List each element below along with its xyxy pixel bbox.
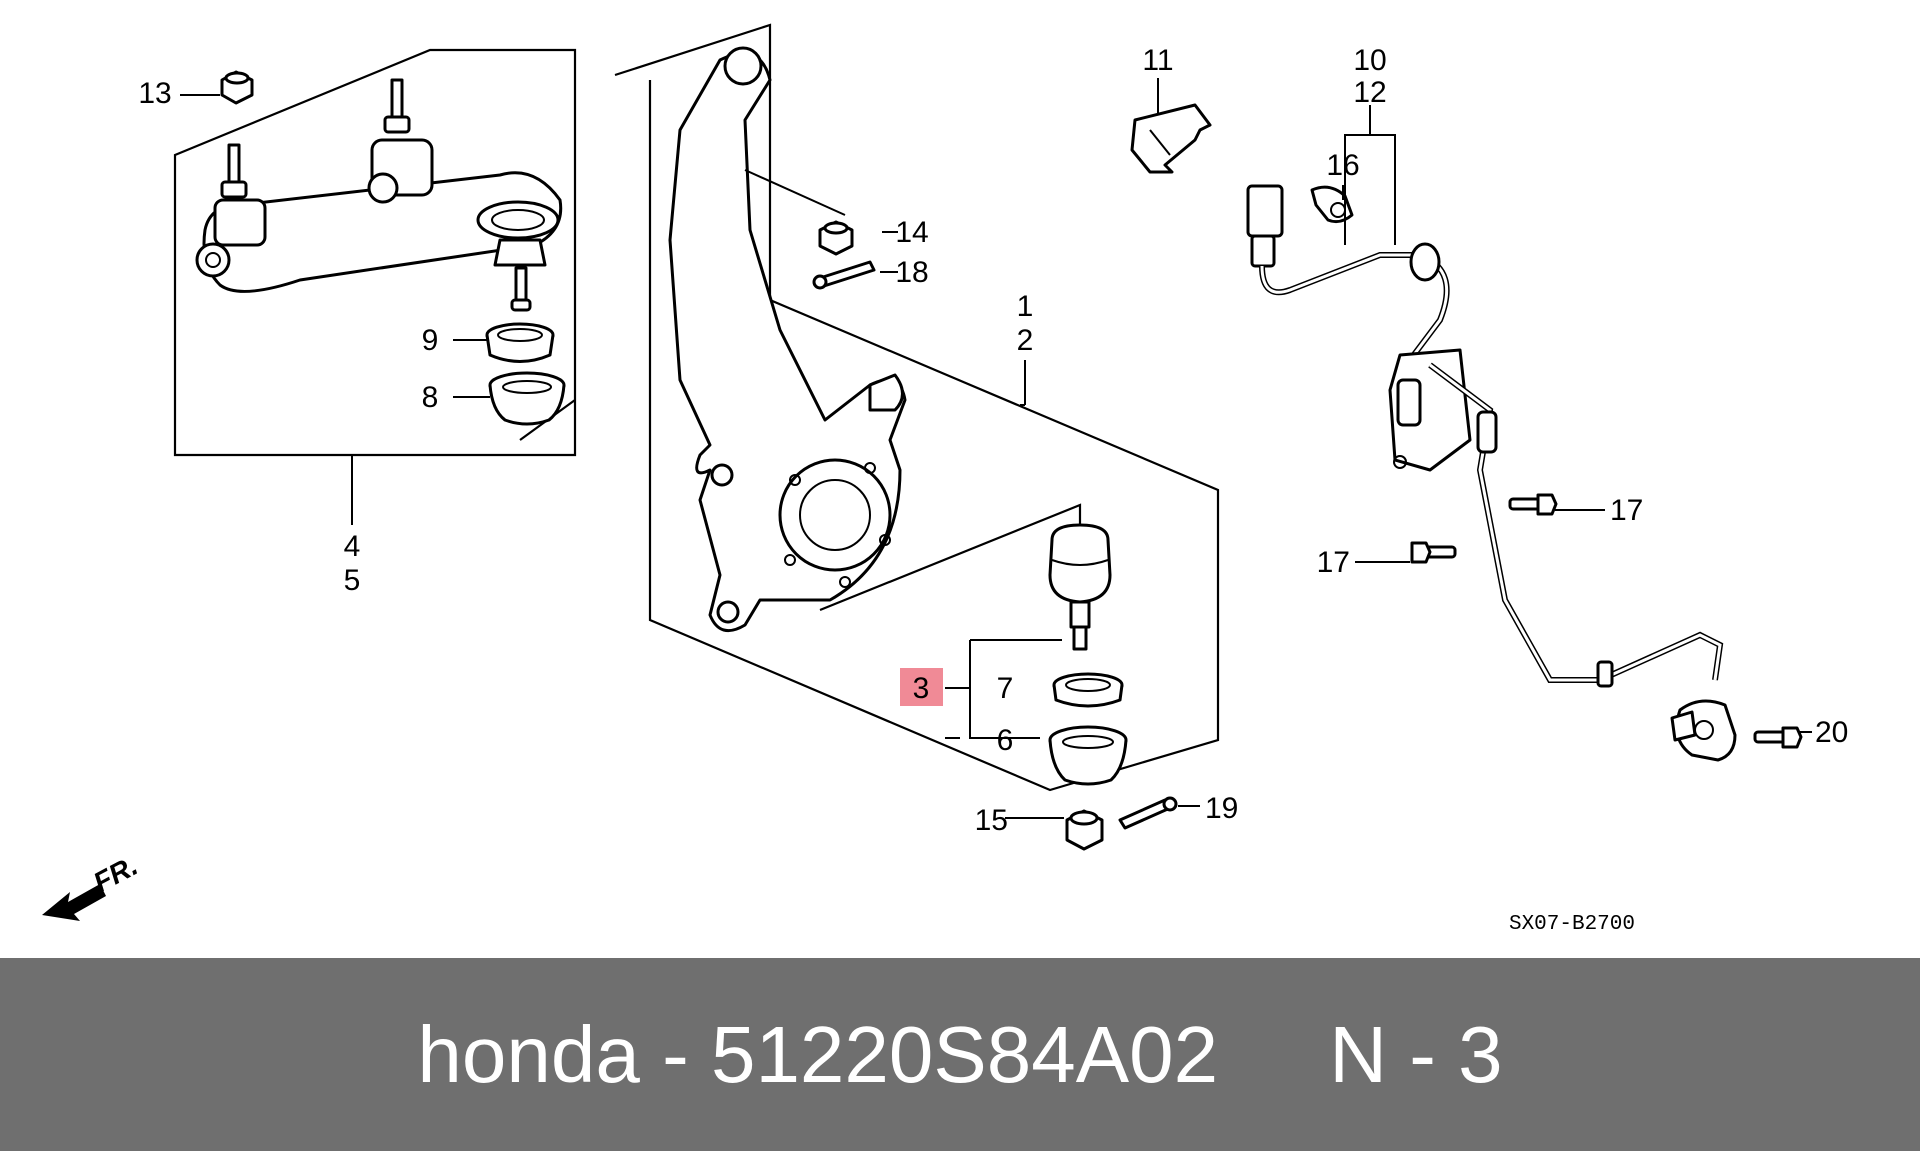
callout-8: 8 — [422, 381, 439, 414]
upper-control-arm — [195, 138, 563, 293]
lower-ball-joint — [1048, 523, 1112, 651]
callout-16: 16 — [1326, 149, 1359, 182]
knuckle-leader-14 — [744, 169, 846, 216]
callout-5: 5 — [344, 564, 361, 597]
callout-11: 11 — [1142, 44, 1173, 77]
callout-17-lower: 17 — [1317, 546, 1350, 579]
cotter-pin-19 — [1118, 796, 1178, 830]
parts-diagram: FR. 13 9 8 4 5 1 2 14 18 3 7 6 15 19 11 … — [42, 23, 1848, 936]
callout-19: 19 — [1205, 792, 1238, 825]
callout-18: 18 — [895, 256, 928, 289]
callout-3: 3 — [913, 672, 930, 705]
callout-14: 14 — [895, 216, 928, 249]
callout-10: 10 — [1353, 44, 1386, 77]
callout-numbers: 13 9 8 4 5 1 2 14 18 3 7 6 15 19 11 10 1… — [138, 44, 1848, 837]
leader-lines — [180, 78, 1812, 819]
flange-nut-13 — [220, 70, 254, 105]
callout-12: 12 — [1353, 76, 1386, 109]
dust-seal-clip-9 — [485, 322, 555, 363]
footer-part-label: honda - 51220S84A02 N - 3 — [417, 1009, 1503, 1099]
cotter-pin-18 — [812, 260, 876, 290]
wheel-speed-sensor — [1670, 699, 1737, 762]
steering-knuckle — [668, 46, 907, 633]
bolt-20 — [1753, 726, 1803, 749]
callout-17-upper: 17 — [1610, 494, 1643, 527]
callout-2: 2 — [1017, 324, 1034, 357]
wire-clip-11 — [1130, 103, 1212, 174]
ball-joint-bracket-lines — [945, 639, 1062, 739]
front-direction-arrow: FR. — [42, 850, 143, 921]
dust-boot-6 — [1048, 725, 1128, 786]
callout-4: 4 — [344, 530, 361, 563]
callout-13: 13 — [138, 77, 171, 110]
callout-7: 7 — [997, 672, 1014, 705]
highlight-callout-3 — [900, 668, 943, 706]
bolt-17a — [1508, 493, 1558, 516]
upper-arm-studs — [220, 78, 532, 312]
bolt-17b — [1410, 541, 1457, 564]
callout-6: 6 — [997, 724, 1014, 757]
abs-harness — [1246, 184, 1724, 688]
callout-20: 20 — [1815, 716, 1848, 749]
callout-15: 15 — [975, 804, 1008, 837]
dust-boot-8 — [488, 371, 566, 426]
callout-1: 1 — [1017, 290, 1034, 323]
dust-seal-clip-7 — [1052, 672, 1124, 708]
diagram-source-code: SX07-B2700 — [1509, 913, 1635, 936]
callout-9: 9 — [422, 324, 439, 357]
castle-nut-15 — [1065, 809, 1104, 851]
castle-nut-14 — [818, 220, 854, 256]
footer-banner: honda - 51220S84A02 N - 3 — [0, 958, 1920, 1151]
